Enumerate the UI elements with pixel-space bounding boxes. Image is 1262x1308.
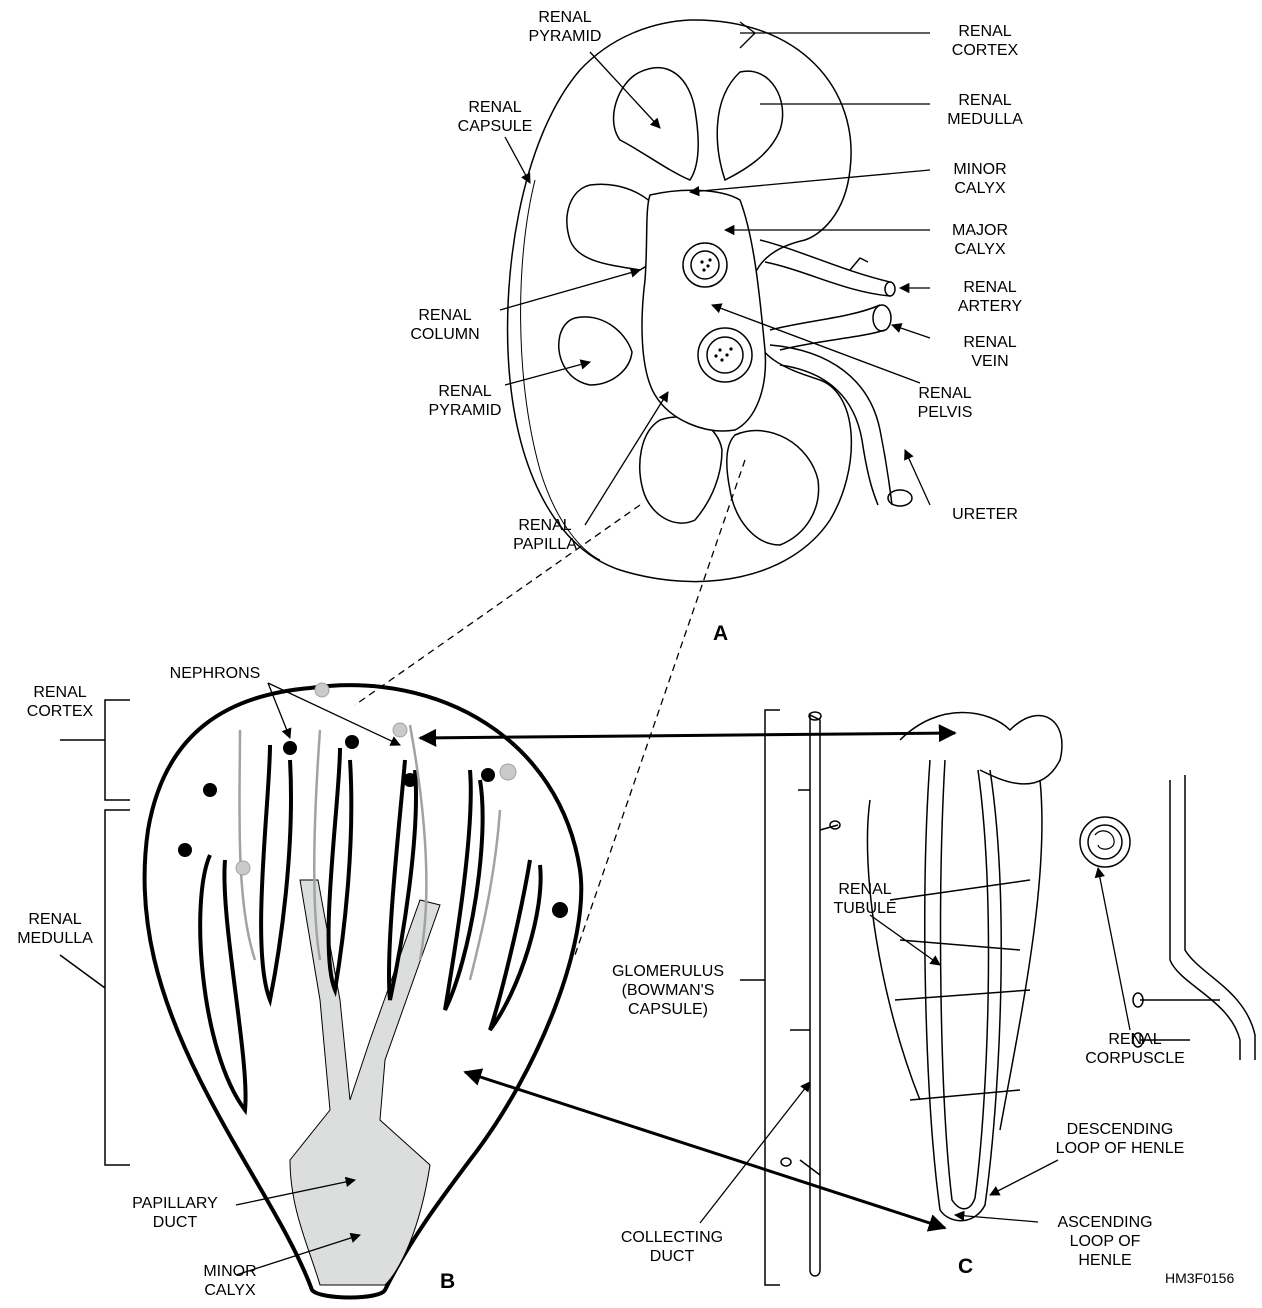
loop-of-henle [925,760,1001,1221]
renal-sinus [642,190,765,431]
renal-vein [770,305,885,350]
pyramid-top-right [717,71,782,180]
label-ureter: URETER [935,505,1035,524]
pyramid-bottom-left [640,417,722,523]
panel-label-a: A [713,622,728,646]
medulla-bracket [60,810,130,1165]
collecting-duct [810,715,820,1276]
panel-label-c: C [958,1255,973,1279]
label-nephrons: NEPHRONS [160,664,270,683]
pyramid-mid-left [559,317,632,385]
pyramid-bottom-right [727,431,819,545]
efferent-vessels [1170,775,1255,1060]
figure-code: HM3F0156 [1165,1270,1234,1286]
panel-label-b: B [440,1270,455,1294]
nephron-detail-c [740,710,1255,1285]
glomerulus-bracket [740,710,780,1285]
